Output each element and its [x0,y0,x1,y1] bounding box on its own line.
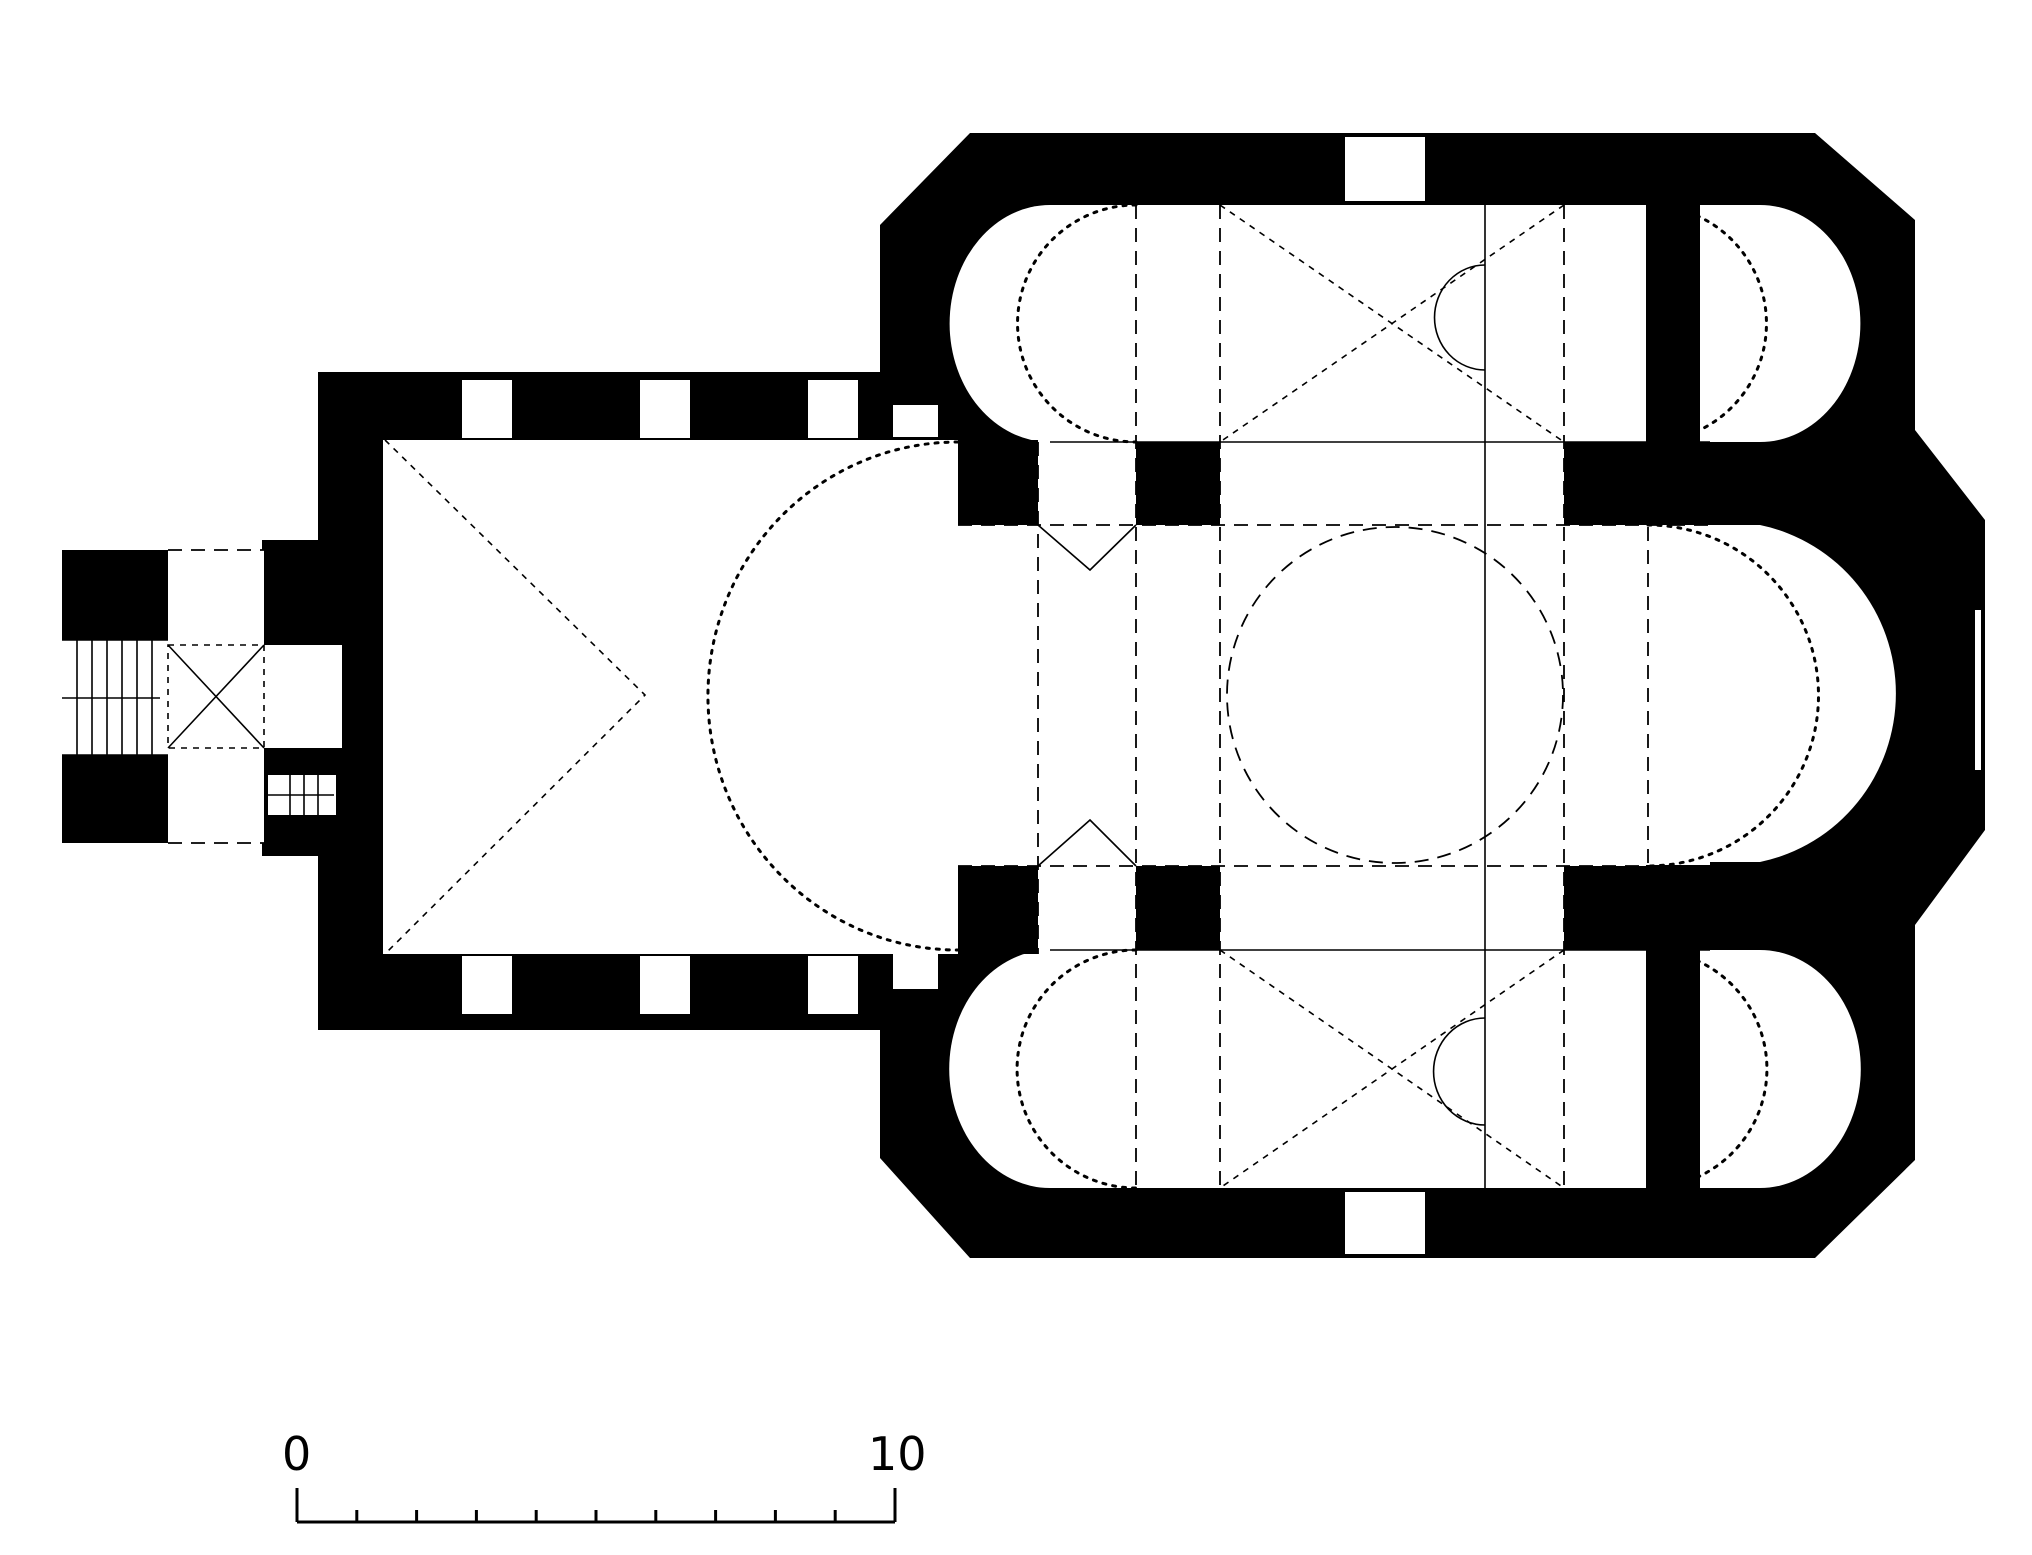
pier-se [1564,866,1648,950]
apse-east-vault [1646,523,1820,868]
north-portal [1345,137,1425,201]
narthex-bay [167,644,265,749]
pier-ne [1564,442,1646,525]
south-portal [1345,1192,1425,1254]
small-stair-treads [268,775,334,815]
niche-south [893,953,938,989]
nave-window-n2 [640,380,690,438]
scale-label-start: 0 [282,1427,311,1481]
nave-window-n3 [808,380,858,438]
vestibule-interior [262,645,342,748]
west-arm-zigzag [1037,524,1137,572]
nave-window-s2 [640,956,690,1014]
apse-nw [949,205,1136,442]
east-apse-slot [1975,610,1981,770]
scale-bar-ticks [295,1488,897,1522]
scale-label-end: 10 [868,1427,927,1481]
nave-vault-diagonals [384,439,647,955]
stairs [62,639,336,815]
nave-window-s3 [808,956,858,1014]
apse-east [1700,525,1896,862]
stair-treads [62,639,168,756]
interior-spaces [168,205,1896,1188]
apse-ne [1700,205,1861,442]
scale-bar: 0 10 [282,1427,927,1524]
piers [958,440,1648,954]
pier-nw [1136,442,1220,525]
window-niches [462,137,1981,1254]
pier-west-lower [958,866,1038,954]
south-arm-interior [1136,700,1646,1188]
nave-window-n1 [462,380,512,438]
nave-dome [706,440,960,952]
pier-sw [1136,866,1220,950]
niche-north-semicircle [1433,264,1486,371]
central-dome [1226,526,1564,864]
apse-sw [949,950,1136,1188]
pier-west-upper [958,440,1038,525]
niche-north [893,405,938,437]
nave-window-s1 [462,956,512,1014]
nave-interior [383,440,958,954]
apse-se [1700,950,1861,1188]
vault-projections [167,203,1820,1190]
niche-south-semicircle [1432,1017,1486,1126]
